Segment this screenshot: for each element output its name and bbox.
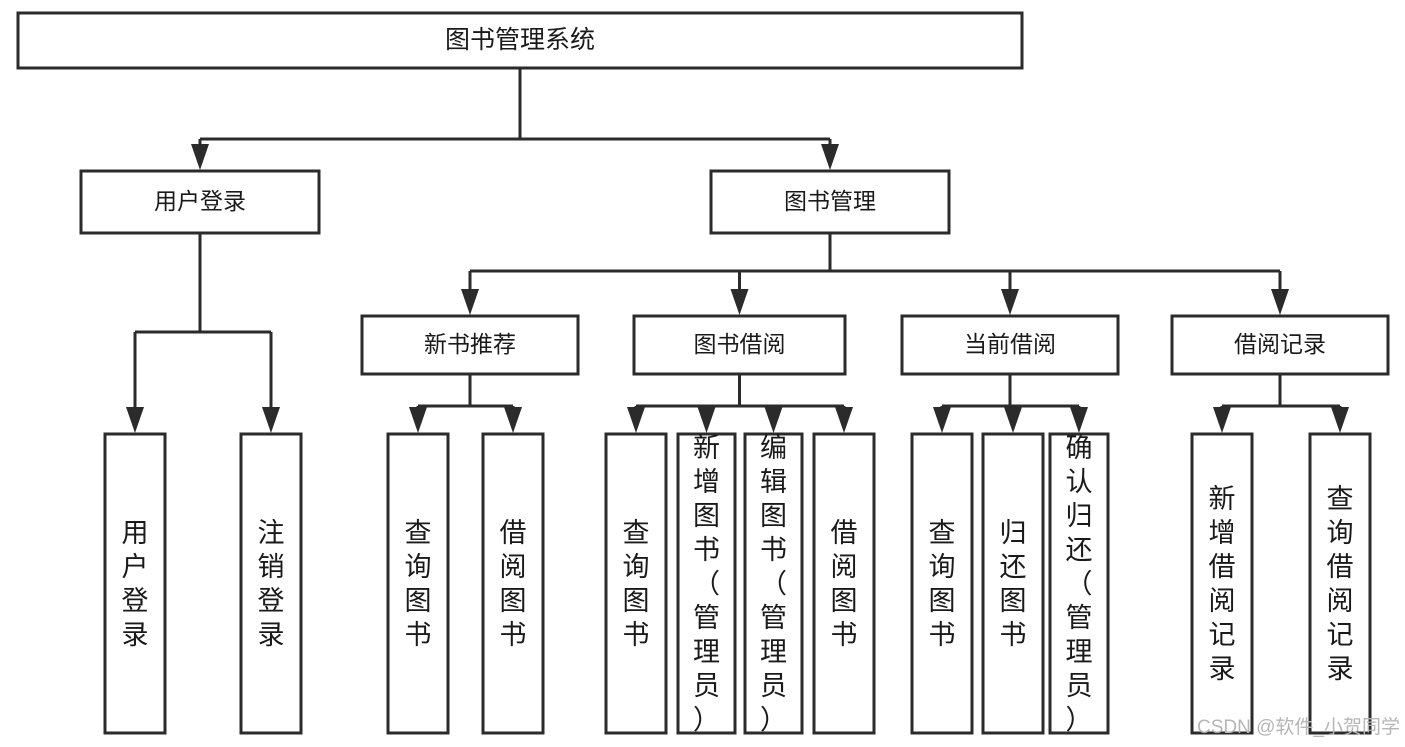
node-leaf-query-book-borrow[interactable]: 查询图书 xyxy=(604,432,668,735)
node-label-leaf-borrow-book-recommend: 借阅图书 xyxy=(500,518,527,650)
arrow-head-icon xyxy=(697,407,716,433)
node-label-leaf-query-book-borrow: 查询图书 xyxy=(623,518,650,650)
node-label-leaf-query-borrow-record: 查询借阅记录 xyxy=(1327,484,1354,684)
node-label-book-management: 图书管理 xyxy=(784,188,876,214)
node-book-borrow[interactable]: 图书借阅 xyxy=(632,314,847,376)
node-label-leaf-add-book: 新增图书（管理员） xyxy=(693,433,720,735)
arrow-head-icon xyxy=(126,407,144,433)
arrow-head-icon xyxy=(1331,407,1349,433)
node-box-current-borrow xyxy=(900,314,1120,376)
node-leaf-query-borrow-record[interactable]: 查询借阅记录 xyxy=(1308,432,1372,735)
arrow-head-icon xyxy=(262,407,280,433)
node-label-leaf-borrow-book: 借阅图书 xyxy=(831,518,858,650)
nodes-layer: 图书管理系统用户登录图书管理新书推荐图书借阅当前借阅借阅记录用户登录注销登录查询… xyxy=(16,11,1390,735)
arrow-head-icon xyxy=(764,407,783,433)
node-leaf-borrow-book[interactable]: 借阅图书 xyxy=(812,432,876,735)
node-leaf-edit-book[interactable]: 编辑图书（管理员） xyxy=(743,432,804,735)
arrow-head-icon xyxy=(1004,407,1022,433)
node-leaf-borrow-book-recommend[interactable]: 借阅图书 xyxy=(481,432,545,735)
node-leaf-add-book[interactable]: 新增图书（管理员） xyxy=(676,432,737,735)
node-leaf-query-book-recommend[interactable]: 查询图书 xyxy=(386,432,450,735)
node-leaf-add-borrow-record[interactable]: 新增借阅记录 xyxy=(1190,432,1254,735)
node-label-borrow-record: 借阅记录 xyxy=(1234,331,1326,357)
node-label-leaf-user-login: 用户登录 xyxy=(122,518,149,650)
node-box-book-borrow xyxy=(632,314,847,376)
node-leaf-logout-login[interactable]: 注销登录 xyxy=(239,432,303,735)
arrow-head-icon xyxy=(409,407,427,433)
node-label-current-borrow: 当前借阅 xyxy=(964,331,1056,357)
arrow-head-icon xyxy=(191,144,209,170)
node-box-leaf-add-book xyxy=(676,432,737,735)
node-borrow-record[interactable]: 借阅记录 xyxy=(1170,314,1390,376)
node-label-leaf-edit-book: 编辑图书（管理员） xyxy=(760,433,787,735)
arrow-head-icon xyxy=(835,407,853,433)
node-box-leaf-add-borrow-record xyxy=(1190,432,1254,735)
arrow-head-icon xyxy=(1070,407,1088,433)
node-box-leaf-edit-book xyxy=(743,432,804,735)
node-box-leaf-borrow-book-recommend xyxy=(481,432,545,735)
node-box-root xyxy=(16,11,1024,70)
node-box-new-book-recommend xyxy=(360,314,580,376)
node-box-user-login xyxy=(79,169,321,235)
arrow-head-icon xyxy=(461,289,479,315)
node-box-leaf-query-borrow-record xyxy=(1308,432,1372,735)
node-user-login[interactable]: 用户登录 xyxy=(79,169,321,235)
node-box-leaf-query-book-recommend xyxy=(386,432,450,735)
node-box-leaf-query-book-borrow xyxy=(604,432,668,735)
arrow-head-icon xyxy=(627,407,645,433)
node-box-leaf-query-book-current xyxy=(910,432,974,735)
arrow-head-icon xyxy=(1213,407,1231,433)
node-label-leaf-confirm-return: 确认归还（管理员） xyxy=(1066,433,1093,735)
node-box-book-management xyxy=(709,169,951,235)
node-label-leaf-add-borrow-record: 新增借阅记录 xyxy=(1209,484,1236,684)
node-box-leaf-user-login xyxy=(103,432,167,735)
node-label-leaf-logout-login: 注销登录 xyxy=(258,518,285,650)
node-leaf-user-login[interactable]: 用户登录 xyxy=(103,432,167,735)
node-root[interactable]: 图书管理系统 xyxy=(16,11,1024,70)
node-box-leaf-borrow-book xyxy=(812,432,876,735)
node-leaf-query-book-current[interactable]: 查询图书 xyxy=(910,432,974,735)
node-box-leaf-logout-login xyxy=(239,432,303,735)
arrow-head-icon xyxy=(933,407,951,433)
connectors-layer xyxy=(126,68,1349,433)
node-label-leaf-query-book-current: 查询图书 xyxy=(929,518,956,650)
node-box-leaf-return-book xyxy=(981,432,1045,735)
node-new-book-recommend[interactable]: 新书推荐 xyxy=(360,314,580,376)
csdn-watermark: CSDN @软件_小贺同学 xyxy=(1197,716,1400,738)
node-box-leaf-confirm-return xyxy=(1048,432,1110,735)
arrow-head-icon xyxy=(504,407,522,433)
arrow-head-icon xyxy=(821,144,839,170)
node-current-borrow[interactable]: 当前借阅 xyxy=(900,314,1120,376)
node-leaf-return-book[interactable]: 归还图书 xyxy=(981,432,1045,735)
node-book-management[interactable]: 图书管理 xyxy=(709,169,951,235)
arrow-head-icon xyxy=(730,289,749,315)
node-label-user-login: 用户登录 xyxy=(154,188,246,214)
node-leaf-confirm-return[interactable]: 确认归还（管理员） xyxy=(1048,432,1110,735)
node-label-book-borrow: 图书借阅 xyxy=(694,331,786,357)
node-box-borrow-record xyxy=(1170,314,1390,376)
node-label-leaf-query-book-recommend: 查询图书 xyxy=(405,518,432,650)
arrow-head-icon xyxy=(1001,289,1019,315)
node-label-root: 图书管理系统 xyxy=(445,26,595,54)
node-label-new-book-recommend: 新书推荐 xyxy=(424,331,516,357)
node-label-leaf-return-book: 归还图书 xyxy=(1000,518,1027,650)
arrow-head-icon xyxy=(1271,289,1289,315)
